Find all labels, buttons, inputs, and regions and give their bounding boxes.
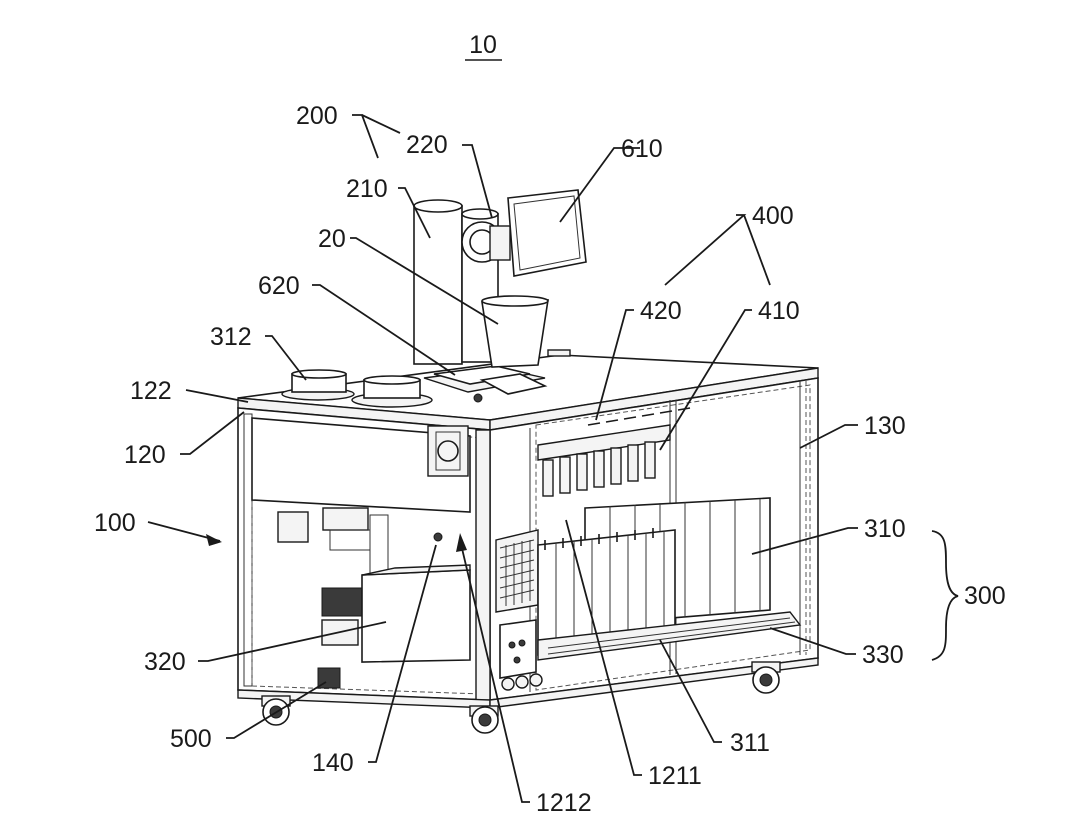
label-410: 410 xyxy=(758,297,800,325)
vent-grille xyxy=(495,529,539,613)
label-220: 220 xyxy=(406,131,448,159)
label-1212: 1212 xyxy=(536,789,592,817)
label-500: 500 xyxy=(170,725,212,753)
label-330: 330 xyxy=(862,641,904,669)
label-310: 310 xyxy=(864,515,906,543)
label-610: 610 xyxy=(621,135,663,163)
label-120: 120 xyxy=(124,441,166,469)
label-140: 140 xyxy=(312,749,354,777)
label-1211: 1211 xyxy=(648,762,702,790)
label-320: 320 xyxy=(144,648,186,676)
label-100: 100 xyxy=(94,509,136,537)
caster-right xyxy=(751,661,781,694)
label-210: 210 xyxy=(346,175,388,203)
caster-left xyxy=(261,695,291,726)
reference-labels: 200 220 610 210 20 400 620 420 410 312 1… xyxy=(94,102,1006,817)
label-20: 20 xyxy=(318,225,346,253)
label-400: 400 xyxy=(752,202,794,230)
label-200: 200 xyxy=(296,102,338,130)
figure-title: 10 xyxy=(469,31,497,59)
nozzle-row xyxy=(537,407,691,497)
port-panel xyxy=(499,619,543,691)
label-122: 122 xyxy=(130,377,172,405)
label-312: 312 xyxy=(210,323,252,351)
label-620: 620 xyxy=(258,272,300,300)
casters xyxy=(261,661,781,734)
top-parts xyxy=(281,365,548,408)
label-130: 130 xyxy=(864,412,906,440)
label-420: 420 xyxy=(640,297,682,325)
caster-front xyxy=(469,705,499,734)
label-300: 300 xyxy=(964,582,1006,610)
label-311: 311 xyxy=(730,729,770,757)
control-box xyxy=(251,417,471,513)
bottle-rack xyxy=(537,497,802,661)
leader-lines xyxy=(147,114,959,803)
dispenser-column xyxy=(413,189,587,368)
